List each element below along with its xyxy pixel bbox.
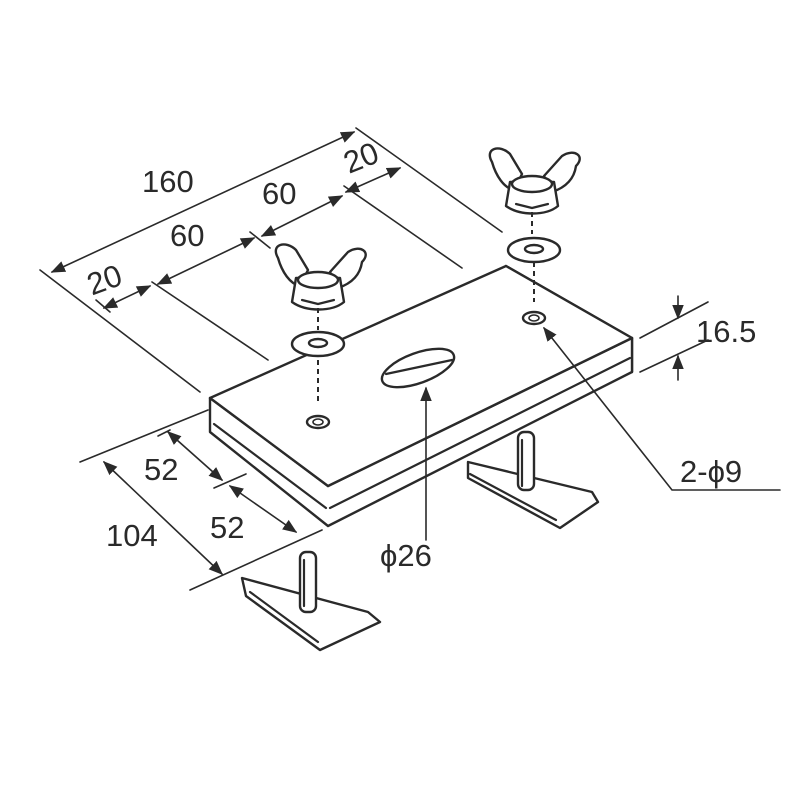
label-20-left: 20 [82, 258, 126, 303]
label-52-front: 52 [144, 452, 178, 487]
bolt-hole-left [305, 414, 331, 430]
label-60-left: 60 [170, 218, 204, 253]
bolt-hole-right [521, 310, 547, 326]
center-hole [380, 347, 456, 389]
dim-line-104 [102, 461, 224, 575]
clamp-foot-left [240, 550, 382, 652]
washer-right [506, 236, 562, 264]
label-52-back: 52 [210, 510, 244, 545]
label-side-holes: 2-ϕ9 [680, 454, 742, 489]
washer-left [290, 330, 346, 358]
label-16-5: 16.5 [696, 314, 756, 349]
clamp-foot-right [466, 430, 600, 530]
label-center-hole: ϕ26 [380, 538, 432, 573]
dim-line-20-left [102, 285, 152, 309]
dim-line-52-back [228, 485, 298, 533]
dim-line-160 [50, 131, 356, 273]
label-60-right: 60 [262, 176, 296, 211]
wing-nut-left [274, 243, 367, 330]
dim-line-60-right [260, 195, 344, 237]
dim-line-60-left [156, 237, 256, 285]
dim-line-20-right [344, 167, 402, 193]
extension-lines-top [39, 127, 503, 393]
wing-nut-right [488, 147, 581, 234]
label-160: 160 [142, 164, 194, 199]
label-104: 104 [106, 518, 158, 553]
leader-side-holes [543, 326, 781, 491]
